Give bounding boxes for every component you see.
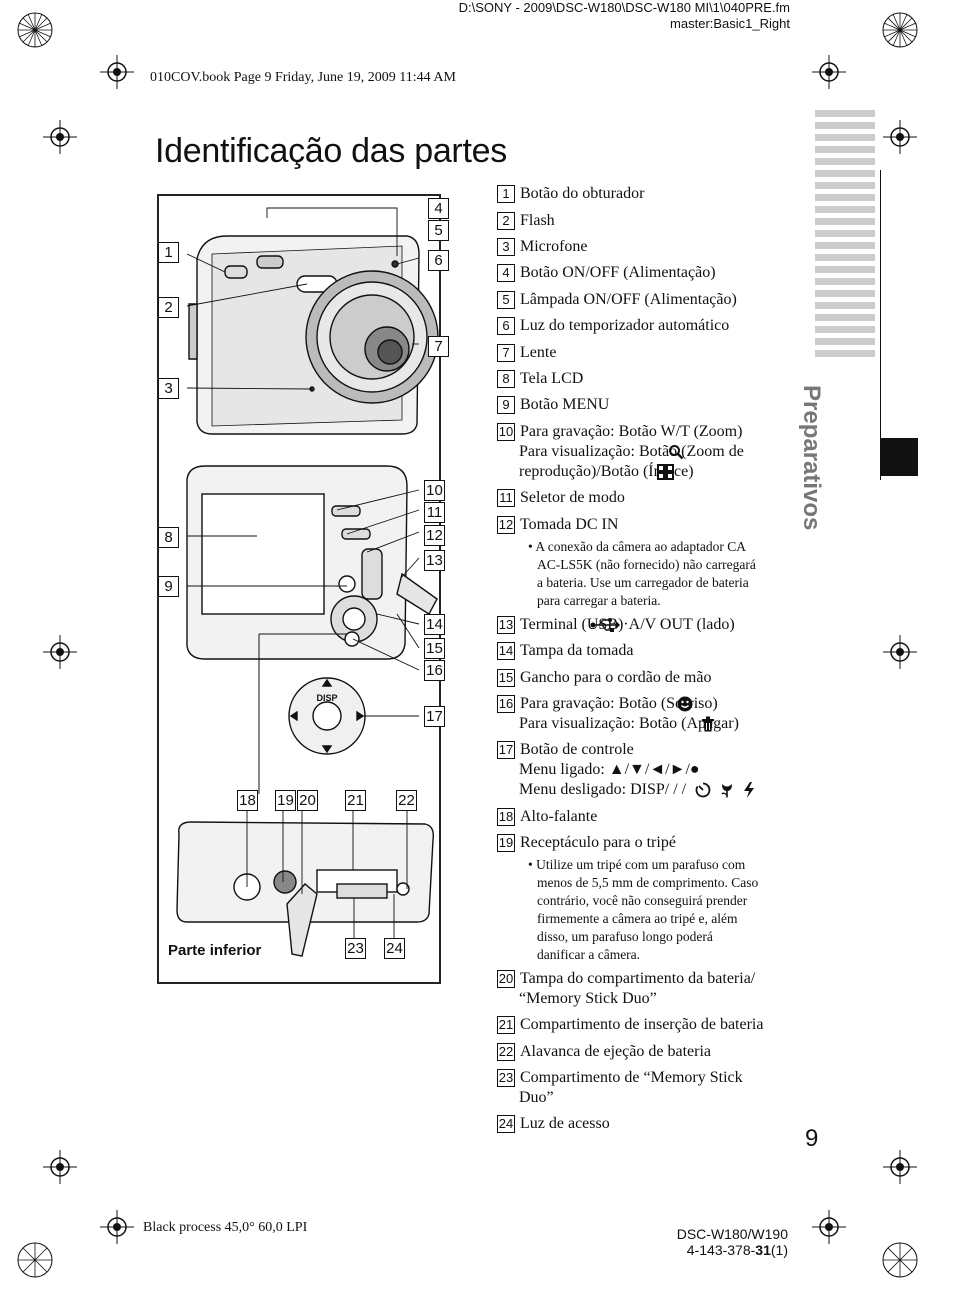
book-info-line: 010COV.book Page 9 Friday, June 19, 2009… [150, 70, 456, 85]
callout-11: 11 [424, 502, 445, 523]
callout-20: 20 [297, 790, 318, 811]
file-path-header: D:\SONY - 2009\DSC-W180\DSC-W180 MI\1\04… [459, 0, 790, 32]
part-code: 4-143-378-31(1) [686, 1242, 788, 1258]
callout-8: 8 [158, 527, 179, 548]
list-item-line: reprodução)/Botão (Índice) [519, 463, 694, 480]
registration-target-icon [882, 1242, 918, 1278]
self-timer-icon [695, 782, 711, 798]
callout-15: 15 [424, 638, 445, 659]
registration-target-icon [17, 1242, 53, 1278]
callout-3: 3 [158, 378, 179, 399]
macro-tulip-icon [721, 784, 732, 798]
file-path: D:\SONY - 2009\DSC-W180\DSC-W180 MI\1\04… [458, 0, 790, 15]
callout-7: 7 [428, 336, 449, 357]
callout-12: 12 [424, 525, 445, 546]
callout-23: 23 [345, 938, 366, 959]
usb-icon [590, 618, 620, 632]
list-item-line: Para visualização: Botão (Apagar) [519, 715, 739, 732]
callout-13: 13 [424, 550, 445, 571]
crosshair-mark-icon [100, 1210, 134, 1244]
list-item-line: Para visualização: Botão (Zoom de [519, 443, 744, 460]
page-number: 9 [805, 1125, 819, 1152]
registration-target-icon [17, 12, 53, 48]
model-footer: DSC-W180/W190 4-143-378-31(1) [677, 1226, 788, 1258]
thumb-tab-frame [880, 170, 919, 480]
callout-21: 21 [345, 790, 366, 811]
callout-4: 4 [428, 198, 449, 219]
crosshair-mark-icon [100, 55, 134, 89]
thumb-tab-marker [880, 438, 918, 476]
page-title: Identificação das partes [155, 132, 507, 170]
registration-target-icon [882, 12, 918, 48]
camera-front [188, 235, 439, 435]
callout-17: 17 [424, 706, 445, 727]
note-tripod: • Utilize um tripé com um parafuso com m… [528, 857, 759, 962]
list-item-line: “Memory Stick Duo” [519, 990, 657, 1007]
crosshair-mark-icon [43, 635, 77, 669]
callout-22: 22 [396, 790, 417, 811]
camera-bottom [176, 821, 435, 957]
callout-10: 10 [424, 480, 445, 501]
crosshair-mark-icon [883, 1150, 917, 1184]
zoom-magnifier-icon [669, 445, 684, 460]
list-item-line: Menu desligado: DISP/ / / [519, 781, 687, 798]
trash-icon [702, 716, 714, 732]
callout-24: 24 [384, 938, 405, 959]
flash-bolt-icon [744, 782, 754, 798]
callout-9: 9 [158, 576, 179, 597]
callout-6: 6 [428, 250, 449, 271]
list-item-line: Duo” [519, 1089, 554, 1106]
master-page: master:Basic1_Right [670, 16, 790, 31]
callout-19: 19 [275, 790, 296, 811]
disp-label: DISP [316, 693, 337, 703]
callout-14: 14 [424, 614, 445, 635]
smile-icon [677, 696, 693, 712]
callout-5: 5 [428, 220, 449, 241]
print-process-info: Black process 45,0° 60,0 LPI [143, 1220, 308, 1235]
callout-leader-lines [186, 207, 420, 942]
bottom-view-label: Parte inferior [168, 942, 262, 959]
crosshair-mark-icon [43, 120, 77, 154]
crosshair-mark-icon [812, 55, 846, 89]
camera-illustration: DISP [176, 207, 439, 957]
crosshair-mark-icon [883, 120, 917, 154]
callout-1: 1 [158, 242, 179, 263]
crosshair-mark-icon [883, 635, 917, 669]
callout-2: 2 [158, 297, 179, 318]
section-label: Preparativos [798, 385, 825, 531]
callout-16: 16 [424, 660, 445, 681]
crosshair-mark-icon [812, 1210, 846, 1244]
model-name: DSC-W180/W190 [676, 1226, 788, 1242]
callout-18: 18 [237, 790, 258, 811]
index-grid-icon [657, 464, 674, 480]
camera-back [186, 465, 438, 660]
note-dc-in: • A conexão da câmera ao adaptador CA AC… [528, 539, 756, 608]
list-item-line: Menu ligado: ▲/▼/◄/►/● [519, 761, 700, 778]
crosshair-mark-icon [43, 1150, 77, 1184]
